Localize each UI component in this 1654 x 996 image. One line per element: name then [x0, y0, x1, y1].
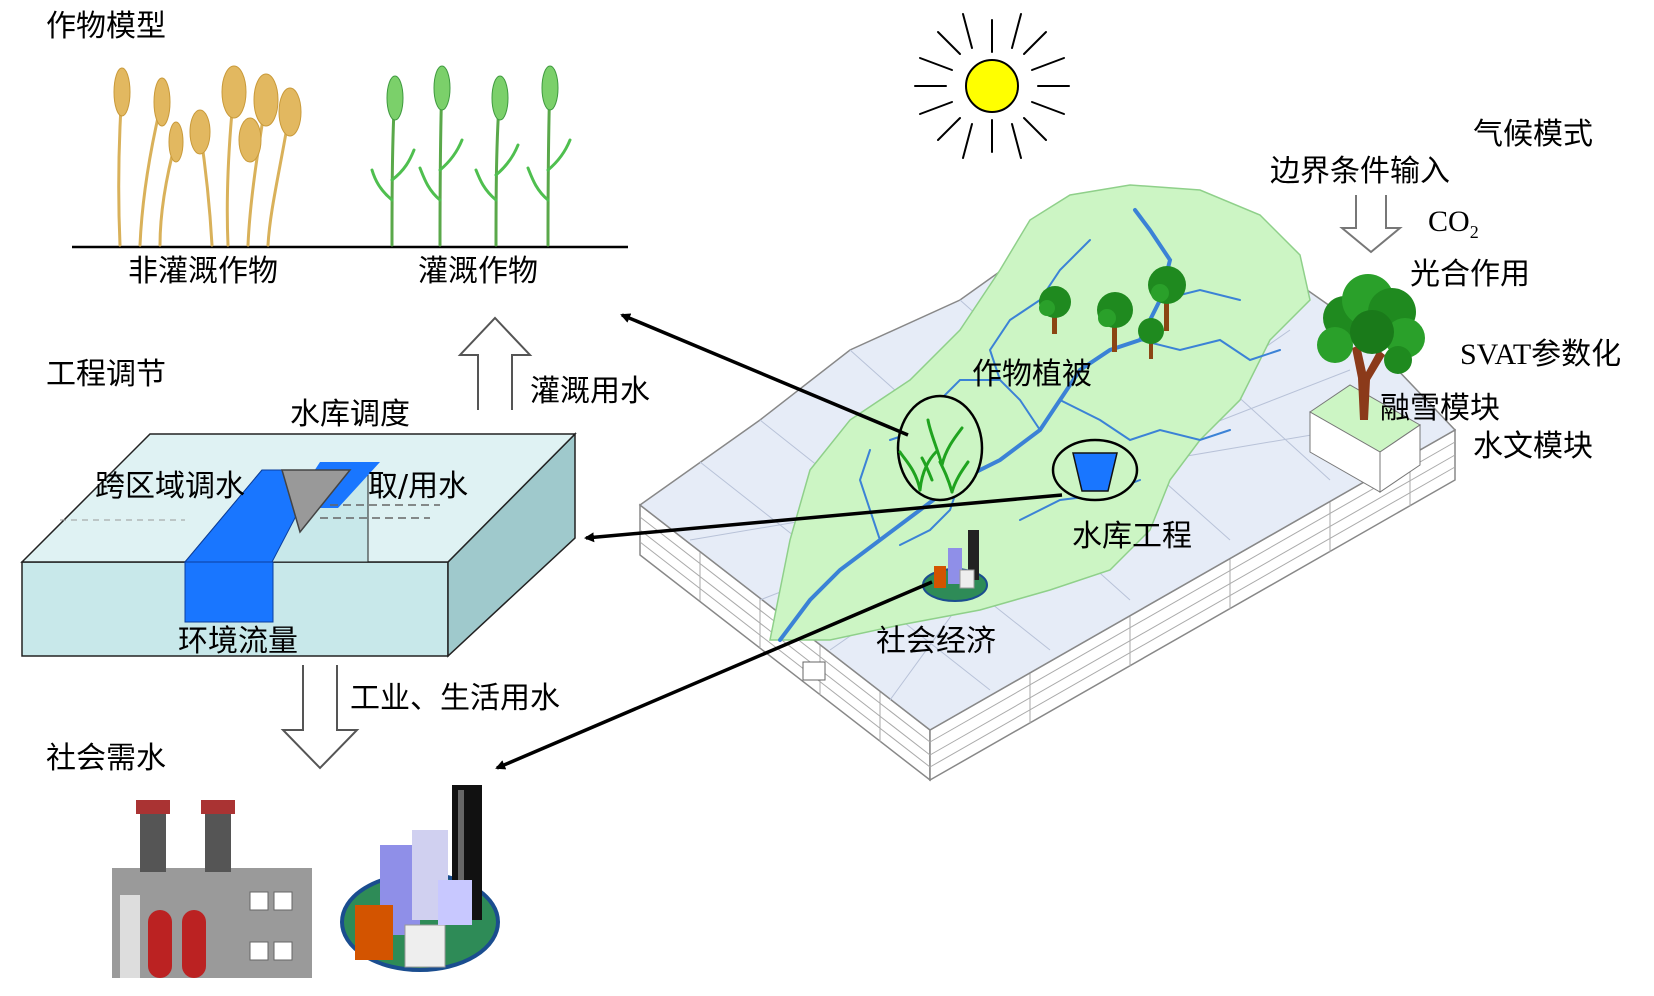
withdrawal-use-label: 取/用水 — [368, 469, 469, 504]
tree-icon — [1138, 318, 1164, 359]
reservoir-dispatch-label: 水库调度 — [290, 397, 410, 432]
engineering-block — [20, 432, 577, 658]
industrial-domestic-water-label: 工业、生活用水 — [350, 681, 560, 716]
catchment-city-icon — [922, 530, 988, 602]
industrial-down-arrow — [280, 665, 360, 770]
catchment-trees — [1039, 266, 1186, 359]
co2-label: CO2 — [1428, 205, 1479, 249]
arrow-to-crop-model — [620, 313, 909, 437]
outlet-box — [802, 661, 826, 681]
hydrology-label: 水文模块 — [1473, 429, 1593, 464]
crop-vegetation-marker — [896, 394, 984, 502]
crop-vegetation-label: 作物植被 — [972, 357, 1092, 392]
crop-model-title: 作物模型 — [46, 9, 166, 44]
irrigation-water-label: 灌溉用水 — [530, 374, 650, 409]
engineering-title: 工程调节 — [46, 357, 166, 392]
arrow-to-social-demand — [495, 580, 933, 770]
reservoir-marker — [1051, 438, 1139, 502]
tree-icon — [1148, 266, 1186, 331]
irrigated-crop-label: 灌溉作物 — [418, 254, 538, 289]
climate-model-label: 气候模式 — [1473, 117, 1593, 152]
irrigated-crop-icon — [370, 65, 572, 247]
landscape-block — [638, 184, 1457, 782]
rainfed-wheat-icon — [113, 65, 302, 247]
channel-water-front — [184, 561, 274, 623]
snowmelt-label: 融雪模块 — [1380, 391, 1500, 426]
svat-label: SVAT参数化 — [1460, 338, 1622, 371]
dam — [281, 469, 352, 534]
social-demand-title: 社会需水 — [46, 741, 166, 776]
boundary-input-label: 边界条件输入 — [1270, 154, 1450, 189]
tree-icon — [1097, 292, 1133, 352]
reservoir-project-label: 水库工程 — [1072, 519, 1192, 554]
boundary-input-arrow — [1339, 195, 1403, 254]
co2-base: CO — [1428, 205, 1470, 238]
factory-icon — [112, 800, 312, 978]
rainfed-crop-label: 非灌溉作物 — [128, 254, 278, 289]
co2-subscript: 2 — [1469, 222, 1479, 242]
socio-economy-label: 社会经济 — [876, 624, 996, 659]
inter-basin-transfer-label: 跨区域调水 — [95, 469, 245, 504]
big-tree-icon — [1317, 274, 1425, 420]
city-icon — [340, 785, 500, 972]
arrow-to-engineering — [584, 493, 1063, 543]
environmental-flow-label: 环境流量 — [178, 624, 298, 659]
irrigation-up-arrow — [457, 316, 533, 410]
photosynthesis-label: 光合作用 — [1410, 257, 1530, 292]
sun-icon — [914, 13, 1070, 159]
tree-icon — [1039, 286, 1071, 334]
